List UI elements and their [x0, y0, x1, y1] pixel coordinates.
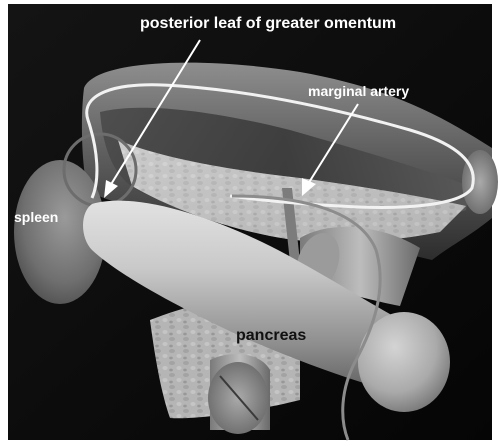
- label-spleen: spleen: [14, 209, 58, 225]
- label-pancreas: pancreas: [236, 327, 306, 344]
- label-posterior-leaf: posterior leaf of greater omentum: [140, 15, 396, 32]
- label-marginal-artery: marginal artery: [308, 83, 409, 99]
